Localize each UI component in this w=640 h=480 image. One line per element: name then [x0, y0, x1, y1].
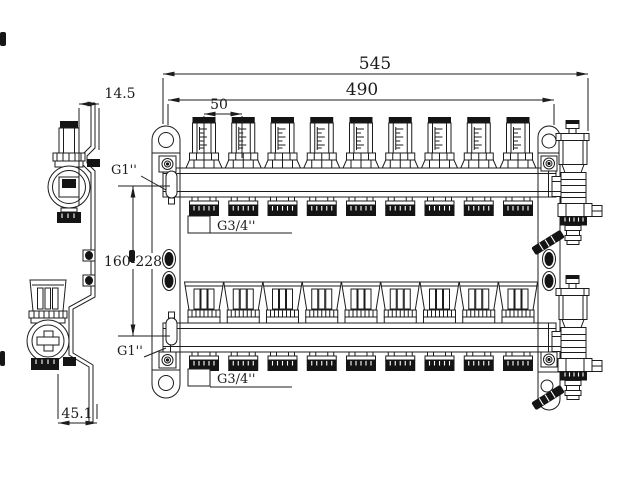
- valve-cap: [301, 281, 342, 324]
- flow-meter: [303, 116, 341, 169]
- outlet-row-top: [188, 196, 534, 217]
- outlet-port: [423, 196, 456, 217]
- outlet-port: [227, 196, 259, 217]
- valve-cap-row: [184, 281, 538, 324]
- dimension-bracket-offset: 14.5: [78, 86, 136, 205]
- rail-tab: [87, 159, 100, 167]
- scan-artifacts: [0, 32, 135, 366]
- dim-50: 50: [210, 97, 228, 113]
- label-main-port-bottom: G1'': [117, 344, 167, 359]
- dimension-bar-spacing: 160-228: [104, 185, 170, 337]
- outlet-port: [266, 196, 299, 217]
- flow-meter: [342, 116, 380, 169]
- adapter-top: [187, 215, 211, 234]
- bottom-manifold-bar: [162, 322, 557, 353]
- top-manifold-bar: [162, 167, 557, 198]
- flow-meter: [224, 116, 262, 169]
- front-view: [151, 116, 603, 411]
- label-g1-top: G1'': [111, 163, 137, 178]
- outlet-port: [463, 351, 495, 372]
- side-view: [26, 102, 100, 423]
- dimension-port-spacing: 50: [203, 97, 243, 158]
- valve-cap: [341, 281, 381, 324]
- side-flow-meter-assembly: [47, 121, 91, 223]
- flow-meter: [421, 116, 458, 169]
- valve-cap: [184, 281, 224, 324]
- dimension-depth: 45.1: [57, 374, 98, 426]
- label-branch-thread-bottom: G3/4'': [210, 372, 292, 388]
- flow-meter: [264, 116, 301, 169]
- dim-490: 490: [346, 80, 378, 100]
- outlet-port: [188, 351, 220, 372]
- bracket-hole: [158, 375, 174, 391]
- dim-545: 545: [359, 54, 391, 74]
- valve-cap: [380, 281, 421, 324]
- flow-meter: [499, 116, 537, 169]
- outlet-port: [345, 351, 377, 372]
- outlet-port: [306, 196, 338, 217]
- left-bracket: [151, 125, 181, 399]
- bracket-hole: [540, 379, 554, 393]
- dimension-overall-length: 545: [162, 54, 589, 131]
- label-g34-top: G3/4'': [217, 219, 255, 234]
- flow-meter-row: [185, 116, 537, 169]
- dim-45-1: 45.1: [61, 406, 92, 422]
- adapter-bottom: [187, 368, 211, 387]
- outlet-row-bottom: [188, 351, 534, 372]
- label-branch-thread-top: G3/4'': [210, 219, 292, 234]
- outlet-port: [266, 351, 299, 372]
- valve-cap: [498, 281, 538, 324]
- valve-cap: [223, 281, 264, 324]
- outlet-port: [345, 196, 377, 217]
- outlet-port: [306, 351, 338, 372]
- label-g1-bottom: G1'': [117, 344, 143, 359]
- outlet-port: [384, 196, 416, 217]
- outlet-port: [227, 351, 259, 372]
- dimension-annotations: 545 490 50 160-228 14.5 45.1: [57, 54, 589, 426]
- outlet-port: [502, 351, 534, 372]
- outlet-port: [463, 196, 495, 217]
- dim-14-5: 14.5: [104, 86, 135, 102]
- outlet-port: [384, 351, 416, 372]
- label-main-port-top: G1'': [111, 163, 167, 191]
- right-bracket: [537, 125, 561, 411]
- valve-cap: [458, 281, 499, 324]
- label-g34-bottom: G3/4'': [217, 372, 255, 387]
- bracket-hole: [541, 133, 557, 149]
- valve-cap: [262, 281, 303, 324]
- side-valve-assembly: [26, 279, 70, 370]
- outlet-port: [188, 196, 220, 217]
- outlet-port: [502, 196, 534, 217]
- valve-cap: [419, 281, 460, 324]
- dimension-mounting-width: 490: [167, 80, 555, 125]
- flow-meter: [381, 116, 419, 169]
- outlet-port: [423, 351, 456, 372]
- flow-meter: [460, 116, 498, 169]
- bracket-hole: [158, 132, 174, 148]
